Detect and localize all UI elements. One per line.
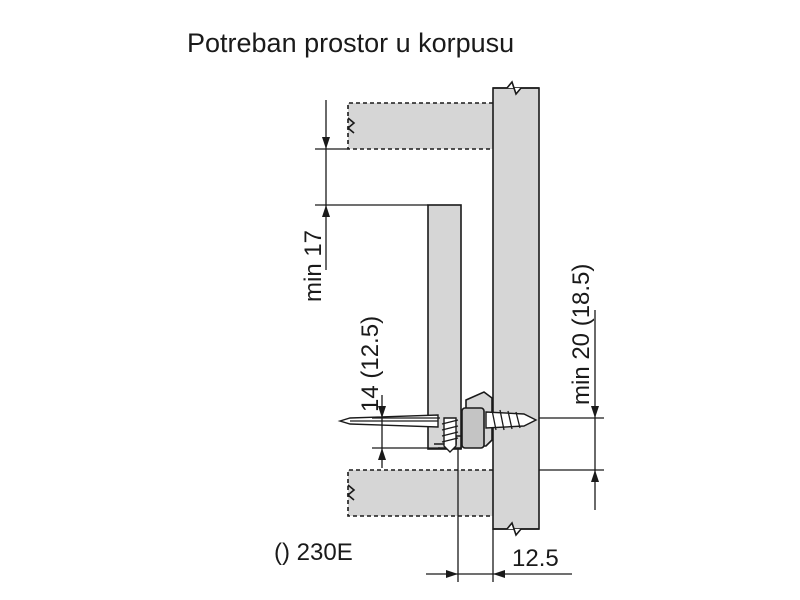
dimension-min-17: min 17 xyxy=(300,100,428,302)
bottom-shelf-panel xyxy=(346,469,493,517)
drawer-vertical-screw xyxy=(441,417,459,453)
drawer-side-panel xyxy=(427,204,462,450)
drawer-screw xyxy=(337,414,439,428)
dimension-14: 14 (12.5) xyxy=(357,316,440,468)
dimension-label-14: 14 (12.5) xyxy=(357,316,384,412)
cabinet-screw xyxy=(485,409,538,431)
top-shelf-panel xyxy=(346,102,493,150)
cabinet-side-wall xyxy=(492,80,540,537)
dimension-label-min-20: min 20 (18.5) xyxy=(568,264,595,405)
dimension-12-5: 12.5 xyxy=(426,448,572,582)
dimension-label-min-17: min 17 xyxy=(300,230,327,302)
diagram-title: Potreban prostor u korpusu xyxy=(187,28,514,58)
footnote-230e: () 230E xyxy=(274,539,353,566)
dimension-label-12-5: 12.5 xyxy=(512,545,559,572)
dimension-min-20: min 20 (18.5) xyxy=(539,264,604,510)
runner-slide xyxy=(434,391,493,449)
